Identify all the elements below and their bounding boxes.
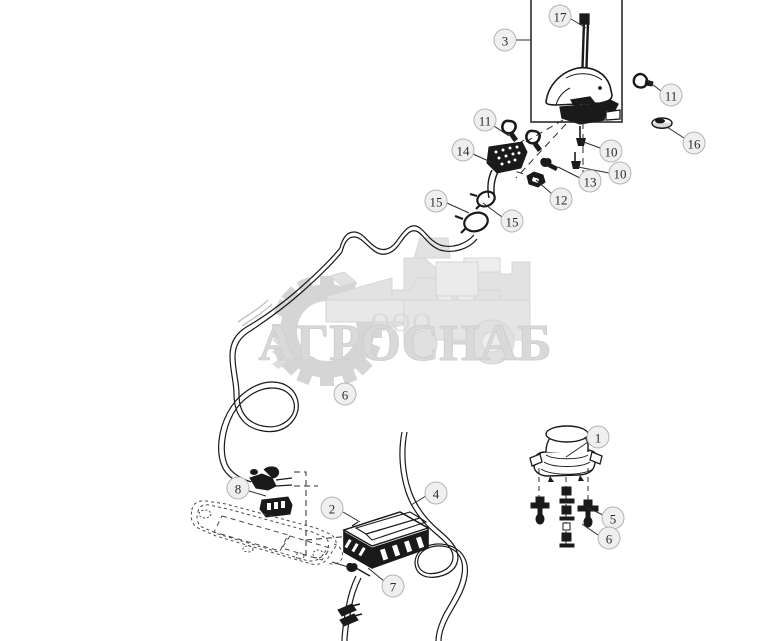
callout-leader-7 <box>367 567 385 582</box>
callout-bubble-16[interactable] <box>682 131 706 155</box>
callout-4[interactable]: 4 <box>424 481 448 505</box>
callout-bubble-10[interactable] <box>599 139 623 163</box>
callout-10[interactable]: 10 <box>599 139 623 163</box>
callout-bubble-13[interactable] <box>578 169 602 193</box>
clamp-eyelet-11-b <box>525 129 542 152</box>
callout-13[interactable]: 13 <box>578 169 602 193</box>
bracket-clip-12 <box>526 171 546 188</box>
stud-pin-13 <box>540 158 558 171</box>
callout-bubble-11[interactable] <box>473 108 497 132</box>
callout-bubble-6[interactable] <box>597 526 621 550</box>
callout-bubble-7[interactable] <box>381 574 405 598</box>
coax-cable-faded-section <box>237 299 273 327</box>
callout-bubble-6[interactable] <box>333 382 357 406</box>
callout-11[interactable]: 11 <box>473 108 497 132</box>
callout-11[interactable]: 11 <box>659 83 683 107</box>
callout-leader-5 <box>585 506 604 516</box>
callout-17[interactable]: 17 <box>548 4 572 28</box>
cap-plug-16 <box>651 117 673 129</box>
bottom-wire-terminals <box>337 603 363 627</box>
wiring-connector-8-harness <box>249 466 293 491</box>
callout-bubble-15[interactable] <box>500 209 524 233</box>
callout-15[interactable]: 15 <box>424 189 448 213</box>
callout-leader-11 <box>493 125 510 137</box>
combine-harvester-icon <box>325 237 531 365</box>
callout-leader-11 <box>647 80 662 92</box>
callout-leader-10 <box>580 140 601 149</box>
antenna-assembly-drawing <box>545 13 621 125</box>
callout-leader-16 <box>666 126 685 139</box>
callout-bubble-3[interactable] <box>493 28 517 52</box>
callout-12[interactable]: 12 <box>549 187 573 211</box>
callout-6[interactable]: 6 <box>333 382 357 406</box>
callout-bubble-17[interactable] <box>548 4 572 28</box>
screw-10-a <box>576 126 586 146</box>
watermark-company-name: АГРОСНАБ <box>258 315 551 372</box>
callout-leader-17 <box>570 18 587 29</box>
callout-leader-6 <box>581 523 599 536</box>
cable-grommet-14 <box>486 141 528 201</box>
clamp-eyelet-11-a <box>501 119 518 142</box>
callout-10[interactable]: 10 <box>608 161 632 185</box>
callout-3[interactable]: 3 <box>493 28 517 52</box>
callout-7[interactable]: 7 <box>381 574 405 598</box>
callout-leader-1 <box>565 441 589 458</box>
gear-icon <box>272 276 382 386</box>
callout-leader-4 <box>410 495 427 506</box>
callout-15[interactable]: 15 <box>500 209 524 233</box>
cable-tie-15-b <box>469 190 496 210</box>
callout-leader-15 <box>446 202 470 214</box>
callout-leader-10 <box>577 166 610 174</box>
mounting-panel-outline <box>190 500 343 565</box>
callout-bubble-10[interactable] <box>608 161 632 185</box>
screw-10-b <box>571 152 581 169</box>
watermark-group: ООО АГРОСНАБ <box>258 237 552 386</box>
antenna-coax-cable-4 <box>218 225 478 641</box>
callout-bubble-5[interactable] <box>601 506 625 530</box>
radio-receiver-unit-2 <box>342 511 430 569</box>
wiring-connector-8-block <box>259 496 293 518</box>
callout-leader-8 <box>248 490 267 497</box>
callout-14[interactable]: 14 <box>451 138 475 162</box>
callout-2[interactable]: 2 <box>320 496 344 520</box>
screw-7 <box>331 561 371 577</box>
callout-leader-12 <box>535 179 553 195</box>
callout-8[interactable]: 8 <box>226 476 250 500</box>
callout-leader-14 <box>472 153 494 164</box>
callout-bubble-11[interactable] <box>659 83 683 107</box>
speaker-assembly-1 <box>529 425 603 482</box>
callout-bubble-2[interactable] <box>320 496 344 520</box>
clamp-eyelet-11-top <box>632 72 654 89</box>
callout-bubble-1[interactable] <box>586 425 610 449</box>
callout-5[interactable]: 5 <box>601 506 625 530</box>
callout-bubble-15[interactable] <box>424 189 448 213</box>
callout-1[interactable]: 1 <box>586 425 610 449</box>
callout-leader-15 <box>482 202 503 218</box>
callout-bubble-8[interactable] <box>226 476 250 500</box>
callout-6[interactable]: 6 <box>597 526 621 550</box>
callout-16[interactable]: 16 <box>682 131 706 155</box>
callout-leader-13 <box>557 166 581 179</box>
callout-bubble-14[interactable] <box>451 138 475 162</box>
callout-bubble-4[interactable] <box>424 481 448 505</box>
watermark-company-form: ООО <box>371 308 433 337</box>
callout-bubble-12[interactable] <box>549 187 573 211</box>
speaker-hardware-stack <box>530 486 599 548</box>
callout-leader-2 <box>342 511 361 523</box>
cable-tie-15-a <box>454 211 489 234</box>
